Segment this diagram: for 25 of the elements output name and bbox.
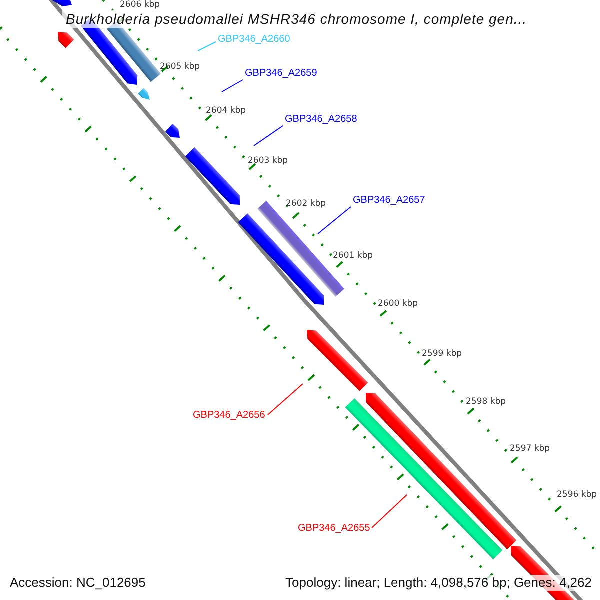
tick-label: 2596 kbp xyxy=(557,490,598,500)
tick-label: 2603 kbp xyxy=(248,156,288,166)
leader-line xyxy=(222,80,244,92)
tick-label: 2600 kbp xyxy=(378,299,418,309)
tick-label: 2598 kbp xyxy=(466,397,506,407)
gene-label: GBP346_A2657 xyxy=(353,195,426,207)
gene-label: GBP346_A2660 xyxy=(218,34,290,46)
tick-label: 2604 kbp xyxy=(206,106,246,116)
gene-label: GBP346_A2658 xyxy=(285,114,358,126)
gene-label: GBP346_A2656 xyxy=(193,410,266,422)
gene-label: GBP346_A2659 xyxy=(245,68,318,80)
tick-label: 2602 kbp xyxy=(286,199,326,209)
tick-label: 2606 kbp xyxy=(120,0,160,10)
tick-label: 2599 kbp xyxy=(422,349,462,359)
tick-label: 2601 kbp xyxy=(333,251,374,261)
leader-line xyxy=(372,494,408,528)
leader-line xyxy=(318,206,352,234)
tick-label: 2605 kbp xyxy=(160,62,200,72)
footer-text: Topology: linear; Length: 4,098,576 bp; Genes: 4,262 xyxy=(284,575,594,591)
footer-text: Accession: NC_012695 xyxy=(8,575,148,591)
leader-line xyxy=(254,126,284,146)
leader-line xyxy=(198,42,216,52)
leader-line xyxy=(268,384,304,416)
gene-label: GBP346_A2655 xyxy=(298,523,370,535)
tick-label: 2597 kbp xyxy=(510,444,550,454)
